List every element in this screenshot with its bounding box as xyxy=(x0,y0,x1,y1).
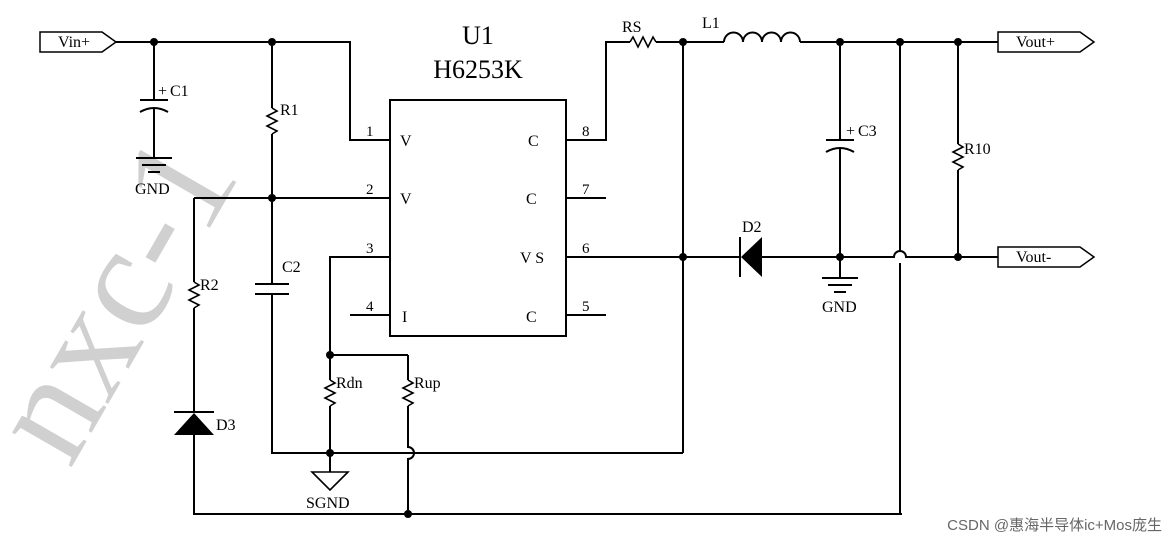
c1-label: C1 xyxy=(170,83,189,100)
pin-5-number: 5 xyxy=(582,299,590,315)
resistor-rup: Rup xyxy=(401,355,441,514)
ground-right: GND xyxy=(822,277,858,316)
pin-7-name: C xyxy=(526,191,537,208)
rs-label: RS xyxy=(622,19,642,36)
pin-3-number: 3 xyxy=(366,241,374,257)
chip-part-number: H6253K xyxy=(433,55,523,84)
pin-2-name: V xyxy=(400,191,412,208)
r1-label: R1 xyxy=(280,102,299,119)
pin-4-name: I xyxy=(402,309,407,326)
r10-label: R10 xyxy=(964,141,991,158)
resistor-r1: R1 xyxy=(265,42,299,198)
diode-d2: D2 xyxy=(739,219,762,277)
vout-minus-label: Vout- xyxy=(1016,249,1051,266)
pin-8-number: 8 xyxy=(582,124,590,140)
pin-6-name: V S xyxy=(520,250,544,267)
gnd-right-label: GND xyxy=(822,299,857,316)
signal-ground: SGND xyxy=(306,471,350,512)
vout-plus-label: Vout+ xyxy=(1016,34,1055,51)
pin-6-number: 6 xyxy=(582,241,590,257)
pin-1-number: 1 xyxy=(366,124,374,140)
vin-port-label: Vin+ xyxy=(58,34,90,51)
d2-label: D2 xyxy=(742,219,762,236)
pin-7-number: 7 xyxy=(582,182,590,198)
diode-d3: D3 xyxy=(174,411,902,515)
vout-plus-port: Vout+ xyxy=(997,31,1096,53)
d3-label: D3 xyxy=(216,417,236,434)
gnd-left-label: GND xyxy=(135,181,170,198)
pin-1-name: V xyxy=(400,133,412,150)
c2-label: C2 xyxy=(282,259,301,276)
ground-left: GND xyxy=(135,157,172,198)
pin-4-number: 4 xyxy=(366,299,374,315)
chip-u1: U1 H6253K 1 2 3 4 5 6 7 8 V V I C C V S … xyxy=(366,21,590,337)
vin-port: Vin+ xyxy=(39,31,118,53)
c3-plus: + xyxy=(846,123,855,140)
resistor-r10: R10 xyxy=(951,42,991,257)
rdn-label: Rdn xyxy=(336,375,363,392)
sgnd-label: SGND xyxy=(306,495,350,512)
r2-label: R2 xyxy=(200,277,219,294)
chip-designator: U1 xyxy=(462,21,494,50)
c3-label: C3 xyxy=(858,123,877,140)
csdn-credit: CSDN @惠海半导体ic+Mos庞生 xyxy=(947,517,1162,534)
capacitor-c1: + C1 xyxy=(139,42,189,158)
l1-label: L1 xyxy=(702,15,720,32)
capacitor-c2: C2 xyxy=(255,198,683,454)
inductor-l1: L1 xyxy=(702,15,801,43)
resistor-r2: R2 xyxy=(187,198,219,412)
c1-plus: + xyxy=(158,83,167,100)
pin-8-name: C xyxy=(528,133,539,150)
capacitor-c3: + C3 xyxy=(825,42,877,278)
pin-5-name: C xyxy=(526,309,537,326)
pin-2-number: 2 xyxy=(366,182,374,198)
rup-label: Rup xyxy=(414,375,441,392)
vout-minus-port: Vout- xyxy=(997,246,1096,268)
resistor-rs: RS xyxy=(622,19,724,49)
resistor-rdn: Rdn xyxy=(323,355,363,472)
